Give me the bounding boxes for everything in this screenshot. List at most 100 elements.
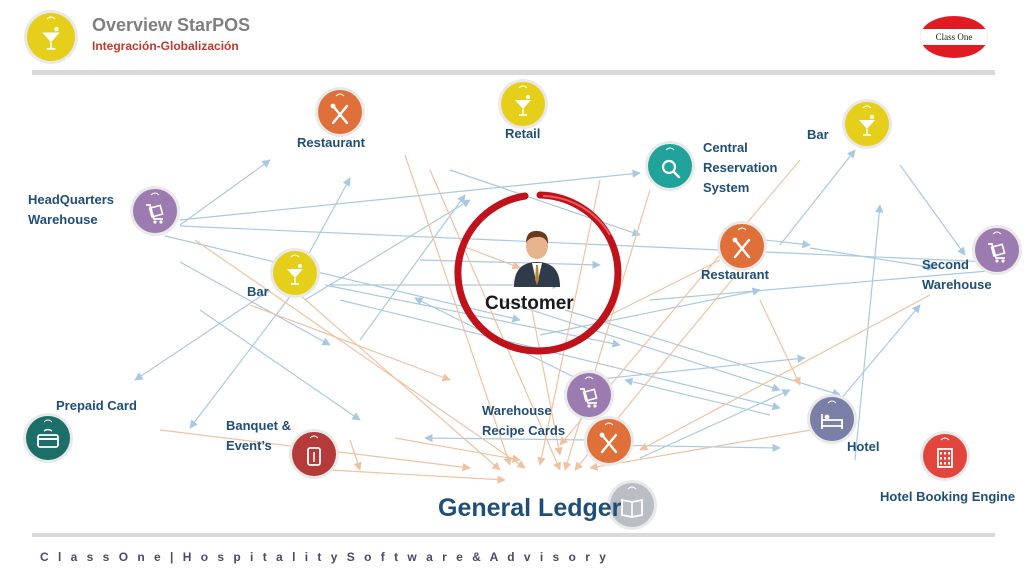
node-restaurant-right bbox=[717, 221, 767, 271]
connector-arrow-blue-26 bbox=[639, 389, 791, 459]
label-central-reservation: Central Reservation System bbox=[703, 140, 778, 195]
connector-arrow-blue-30 bbox=[539, 287, 761, 336]
connector-arrow-blue-4 bbox=[134, 289, 271, 381]
fork-knife-icon bbox=[732, 237, 751, 259]
node-disc bbox=[587, 419, 631, 463]
node-title-logo bbox=[24, 10, 78, 64]
node-bar-left bbox=[270, 248, 320, 298]
wifi-icon bbox=[827, 400, 837, 404]
node-disc bbox=[975, 228, 1019, 272]
node-restaurant-top bbox=[315, 87, 365, 137]
bed-icon bbox=[821, 414, 843, 429]
label-headquarters-warehouse: HeadQuarters Warehouse bbox=[28, 192, 114, 227]
node-disc bbox=[648, 144, 692, 188]
connector-arrow-blue-28 bbox=[359, 194, 466, 341]
connector-arrow-blue-17 bbox=[899, 164, 966, 256]
connector-arrow-orange-2 bbox=[194, 239, 526, 469]
connector-arrow-orange-5 bbox=[329, 469, 506, 484]
fork-knife-icon bbox=[599, 432, 618, 454]
label-bar-left: Bar bbox=[247, 284, 269, 299]
connector-arrow-blue-29 bbox=[449, 169, 641, 237]
node-general-ledger bbox=[607, 480, 657, 530]
connector-arrow-blue-3 bbox=[164, 235, 521, 323]
connector-arrow-blue-10 bbox=[339, 299, 781, 411]
connector-arrow-blue-16 bbox=[779, 149, 856, 246]
bottle-icon bbox=[307, 447, 321, 466]
label-warehouse-recipe-cards: Warehouse Recipe Cards bbox=[482, 403, 566, 438]
node-retail bbox=[498, 79, 548, 129]
connector-arrow-blue-19 bbox=[839, 304, 921, 401]
connector-arrow-blue-14 bbox=[649, 266, 1001, 301]
connector-arrow-orange-8 bbox=[563, 189, 651, 471]
page-title: Overview StarPOS bbox=[92, 15, 251, 35]
wifi-icon bbox=[309, 435, 319, 439]
customer-ring-highlight bbox=[542, 195, 611, 236]
connector-arrow-orange-13 bbox=[599, 259, 721, 321]
connector-arrow-blue-21 bbox=[499, 299, 781, 392]
connector-arrow-blue-23 bbox=[624, 377, 771, 416]
node-bar-top-right bbox=[842, 99, 892, 149]
node-banquet-events bbox=[289, 429, 339, 479]
cocktail-icon bbox=[515, 95, 531, 116]
node-headquarters-warehouse bbox=[130, 186, 180, 236]
connector-arrow-blue-20 bbox=[809, 247, 936, 271]
connector-arrow-orange-16 bbox=[529, 299, 563, 456]
card-icon bbox=[37, 428, 59, 448]
connector-arrow-orange-3 bbox=[299, 294, 501, 471]
wifi-icon bbox=[665, 147, 675, 151]
wifi-icon bbox=[335, 93, 345, 97]
wifi-icon bbox=[584, 376, 594, 380]
header-divider bbox=[32, 70, 995, 75]
node-disc bbox=[923, 434, 967, 478]
connector-arrow-blue-6 bbox=[189, 289, 296, 429]
wifi-icon bbox=[46, 16, 56, 20]
footer-tagline: C l a s s O n e | H o s p i t a l i t y … bbox=[40, 550, 609, 564]
node-icons bbox=[23, 10, 1022, 530]
wifi-icon bbox=[992, 231, 1002, 235]
magnifier-icon bbox=[661, 159, 681, 179]
footer-divider bbox=[32, 533, 995, 537]
node-restaurant-bottom bbox=[584, 416, 634, 466]
label-restaurant-top: Restaurant bbox=[297, 135, 365, 150]
label-hotel-booking-engine: Hotel Booking Engine bbox=[880, 489, 1016, 504]
customer-ring bbox=[454, 191, 622, 355]
node-second-warehouse bbox=[972, 225, 1022, 275]
connector-arrow-blue-13 bbox=[589, 354, 806, 381]
node-disc bbox=[720, 224, 764, 268]
general-ledger-label: General Ledger bbox=[438, 494, 622, 522]
wifi-icon bbox=[43, 419, 53, 423]
connector-arrow-orange-11 bbox=[589, 424, 841, 471]
connector-arrow-blue-0 bbox=[179, 159, 271, 226]
node-hotel-booking-engine bbox=[920, 431, 970, 481]
connector-arrow-orange-0 bbox=[404, 154, 512, 466]
connector-arrow-orange-15 bbox=[459, 244, 521, 270]
wifi-icon bbox=[627, 486, 637, 490]
cart-icon bbox=[146, 204, 164, 224]
connector-arrow-blue-2 bbox=[179, 225, 991, 266]
connector-arrow-blue-11 bbox=[179, 261, 331, 346]
customer-ring-arc bbox=[454, 191, 622, 355]
customer-label: Customer bbox=[485, 293, 574, 314]
wifi-icon bbox=[150, 192, 160, 196]
wifi-icon bbox=[737, 227, 747, 231]
connector-arrow-blue-1 bbox=[179, 169, 641, 221]
node-disc bbox=[810, 397, 854, 441]
connector-arrow-orange-14 bbox=[249, 304, 451, 382]
label-bar-top-right: Bar bbox=[807, 127, 829, 142]
connector-arrow-orange-17 bbox=[759, 299, 801, 386]
wifi-icon bbox=[862, 105, 872, 109]
label-hotel: Hotel bbox=[847, 439, 880, 454]
wifi-icon bbox=[604, 422, 614, 426]
book-icon bbox=[621, 498, 643, 518]
connector-arrow-orange-12 bbox=[639, 294, 931, 451]
connector-arrow-blue-18 bbox=[854, 204, 884, 461]
label-restaurant-right: Restaurant bbox=[701, 267, 769, 282]
wifi-icon bbox=[940, 437, 950, 441]
wifi-icon bbox=[518, 85, 528, 89]
page-subtitle: Integración-Globalización bbox=[92, 39, 239, 53]
node-disc bbox=[567, 373, 611, 417]
node-disc bbox=[318, 90, 362, 134]
logo-text: Class One bbox=[920, 29, 988, 45]
cocktail-icon bbox=[42, 27, 60, 50]
node-prepaid-card bbox=[23, 413, 73, 463]
